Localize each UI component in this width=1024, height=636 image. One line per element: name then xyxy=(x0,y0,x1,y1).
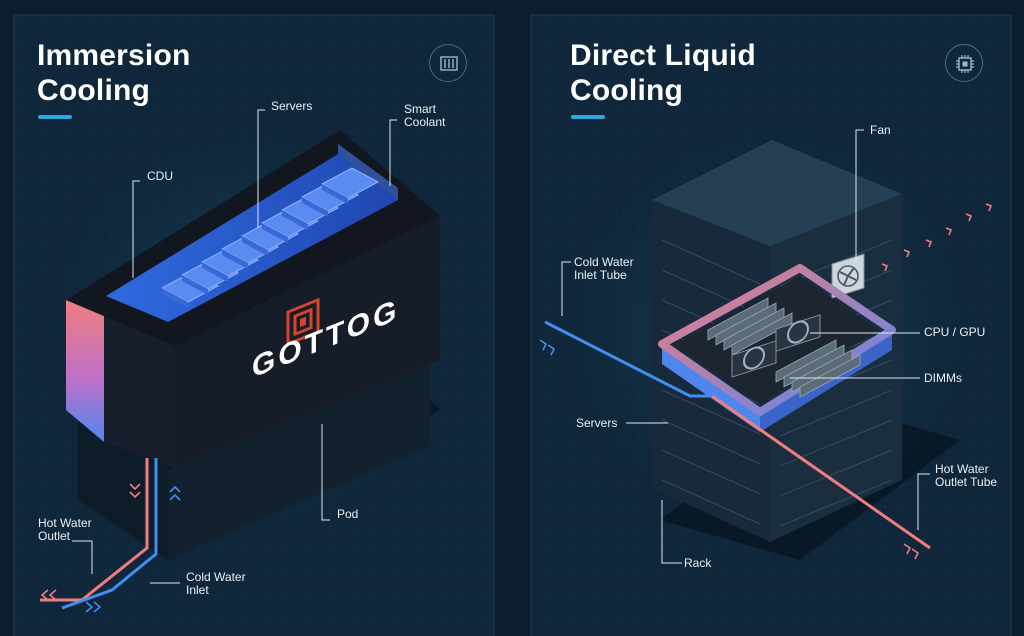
fan-icon xyxy=(831,253,865,299)
airflow-arrow xyxy=(985,203,993,212)
airflow-arrow xyxy=(881,263,889,272)
rack-slot-line xyxy=(779,389,893,437)
gottog-logo-mark xyxy=(286,297,320,347)
rack-slot-line xyxy=(779,419,893,467)
label-line: Smart xyxy=(404,102,437,116)
airflow-arrow xyxy=(925,239,933,248)
dimms-label: DIMMs xyxy=(924,372,962,385)
cold-water-inlet-tube-label: Cold Water Inlet Tube xyxy=(574,256,634,282)
server-blade-edge xyxy=(302,197,328,217)
label-line: DIMMs xyxy=(924,371,962,385)
server-blade-edge xyxy=(242,236,268,256)
title-line: Cooling xyxy=(570,74,684,107)
rack-slot-line xyxy=(661,419,761,465)
immersion-cooling-title: Immersion Cooling xyxy=(37,38,191,108)
label-line: Hot Water xyxy=(935,462,989,476)
label-line: CPU / GPU xyxy=(924,325,986,339)
hot-water-outlet-tube-label: Hot Water Outlet Tube xyxy=(935,463,997,489)
dimm-module xyxy=(731,312,793,356)
server-blade-edge xyxy=(262,223,288,243)
direct-liquid-cooling-title: Direct Liquid Cooling xyxy=(570,38,756,108)
airflow-arrows xyxy=(881,203,993,272)
label-line: Hot Water xyxy=(38,516,92,530)
dlc-leaders xyxy=(561,129,930,564)
title-accent-bar xyxy=(571,115,605,119)
label-line: Fan xyxy=(870,123,891,137)
server-blade-edge xyxy=(182,275,208,295)
label-line: Outlet Tube xyxy=(935,475,998,489)
rack-slot-line xyxy=(661,449,761,495)
airflow-arrow xyxy=(965,213,973,222)
label-line: Inlet xyxy=(186,583,209,597)
fan-label: Fan xyxy=(870,124,891,137)
smart-coolant-label: Smart Coolant xyxy=(404,103,445,129)
label-line: Inlet Tube xyxy=(574,268,627,282)
rack-slot-line xyxy=(661,479,761,525)
cdu-label: CDU xyxy=(147,170,173,183)
rack-slot-line xyxy=(779,479,893,527)
title-line: Immersion xyxy=(37,39,191,72)
hot-water-outlet-label: Hot Water Outlet xyxy=(38,517,92,543)
immersion-pipes xyxy=(40,458,181,613)
server-rack-icon xyxy=(429,44,467,82)
title-line: Direct Liquid xyxy=(570,39,756,72)
server-blade-edge xyxy=(162,288,188,308)
rack-top xyxy=(652,140,902,246)
cpu-gpu-blocks xyxy=(731,314,821,378)
server-blade-edge xyxy=(202,262,228,282)
rack-slot-line xyxy=(779,449,893,497)
label-line: Outlet xyxy=(38,529,71,543)
server-blade-edge xyxy=(322,184,348,204)
servers-label: Servers xyxy=(271,100,312,113)
label-line: Coolant xyxy=(404,115,446,129)
server-blade xyxy=(320,167,380,199)
dlc-pipes xyxy=(539,320,931,560)
title-line: Cooling xyxy=(37,74,151,107)
dimm-module xyxy=(799,354,861,398)
chip-icon xyxy=(945,44,983,82)
pod-label: Pod xyxy=(337,508,358,521)
rack-slot-line xyxy=(661,389,761,435)
label-line: Rack xyxy=(684,556,712,570)
title-accent-bar xyxy=(38,115,72,119)
server-blades xyxy=(160,167,380,308)
rack-slot-line xyxy=(661,269,761,315)
tank-front-face xyxy=(175,216,440,468)
rack-side xyxy=(652,200,770,542)
rack-label: Rack xyxy=(684,557,711,570)
label-line: Servers xyxy=(576,416,618,430)
airflow-arrow xyxy=(903,249,911,258)
cold-water-inlet-label: Cold Water Inlet xyxy=(186,571,246,597)
label-line: CDU xyxy=(147,169,173,183)
airflow-arrow xyxy=(945,227,953,236)
label-line: Servers xyxy=(271,99,313,113)
label-line: Cold Water xyxy=(574,255,634,269)
label-line: Pod xyxy=(337,507,359,521)
rack-slot-line xyxy=(661,239,761,285)
server-blade-edge xyxy=(222,249,248,269)
cpu-gpu-label: CPU / GPU xyxy=(924,326,985,339)
label-line: Cold Water xyxy=(186,570,246,584)
dimm-modules xyxy=(707,297,861,398)
immersion-leaders xyxy=(72,109,397,584)
servers-label: Servers xyxy=(576,417,617,430)
server-blade-edge xyxy=(282,210,308,230)
